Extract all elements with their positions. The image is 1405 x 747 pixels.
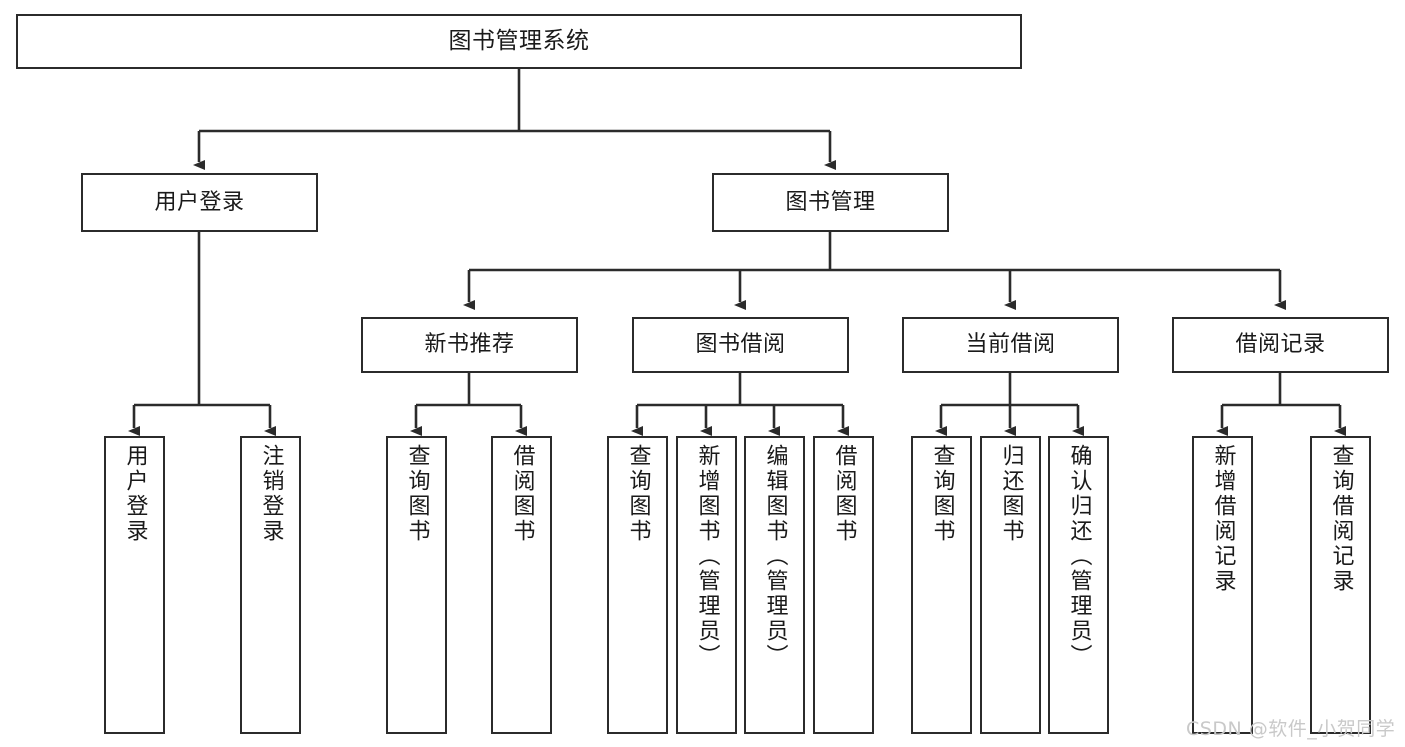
node-book-borrow[interactable]: 图书借阅	[632, 317, 849, 373]
leaf-user-login-login[interactable]: 用户登录	[104, 436, 165, 734]
node-label: 借阅图书	[831, 444, 857, 544]
node-label: 用户登录	[122, 444, 148, 544]
node-book-management[interactable]: 图书管理	[712, 173, 949, 232]
leaf-record-add-borrow-record[interactable]: 新增借阅记录	[1192, 436, 1253, 734]
leaf-borrow-add-book-admin[interactable]: 新增图书（管理员）	[676, 436, 737, 734]
node-label: 新增借阅记录	[1210, 444, 1236, 594]
leaf-current-return-books[interactable]: 归还图书	[980, 436, 1041, 734]
node-label: 新书推荐	[424, 332, 515, 358]
node-label: 查询图书	[404, 444, 430, 544]
node-label: 图书借阅	[695, 332, 786, 358]
leaf-current-query-books[interactable]: 查询图书	[911, 436, 972, 734]
leaf-borrow-borrow-books[interactable]: 借阅图书	[813, 436, 874, 734]
node-label: 图书管理系统	[448, 27, 590, 54]
node-new-book-recommend[interactable]: 新书推荐	[361, 317, 578, 373]
node-label: 借阅记录	[1235, 332, 1326, 358]
node-label: 查询图书	[929, 444, 955, 544]
leaf-record-query-borrow-record[interactable]: 查询借阅记录	[1310, 436, 1371, 734]
node-borrow-record[interactable]: 借阅记录	[1172, 317, 1389, 373]
node-label: 图书管理	[785, 189, 876, 215]
node-label: 编辑图书（管理员）	[762, 444, 788, 669]
node-label: 查询借阅记录	[1328, 444, 1354, 594]
node-user-login[interactable]: 用户登录	[81, 173, 318, 232]
node-label: 借阅图书	[509, 444, 535, 544]
node-label: 确认归还（管理员）	[1066, 444, 1092, 669]
node-label: 新增图书（管理员）	[694, 444, 720, 669]
leaf-user-login-logout[interactable]: 注销登录	[240, 436, 301, 734]
leaf-borrow-edit-book-admin[interactable]: 编辑图书（管理员）	[744, 436, 805, 734]
leaf-current-confirm-return-admin[interactable]: 确认归还（管理员）	[1048, 436, 1109, 734]
watermark-text: CSDN @软件_小贺同学	[1186, 718, 1396, 740]
node-label: 归还图书	[998, 444, 1024, 544]
node-label: 用户登录	[154, 189, 245, 215]
node-label: 当前借阅	[965, 332, 1056, 358]
node-label: 注销登录	[258, 444, 284, 544]
leaf-new-book-borrow-books[interactable]: 借阅图书	[491, 436, 552, 734]
leaf-new-book-query-books[interactable]: 查询图书	[386, 436, 447, 734]
node-current-borrow[interactable]: 当前借阅	[902, 317, 1119, 373]
node-label: 查询图书	[625, 444, 651, 544]
node-root-book-management-system[interactable]: 图书管理系统	[16, 14, 1022, 69]
leaf-borrow-query-books[interactable]: 查询图书	[607, 436, 668, 734]
